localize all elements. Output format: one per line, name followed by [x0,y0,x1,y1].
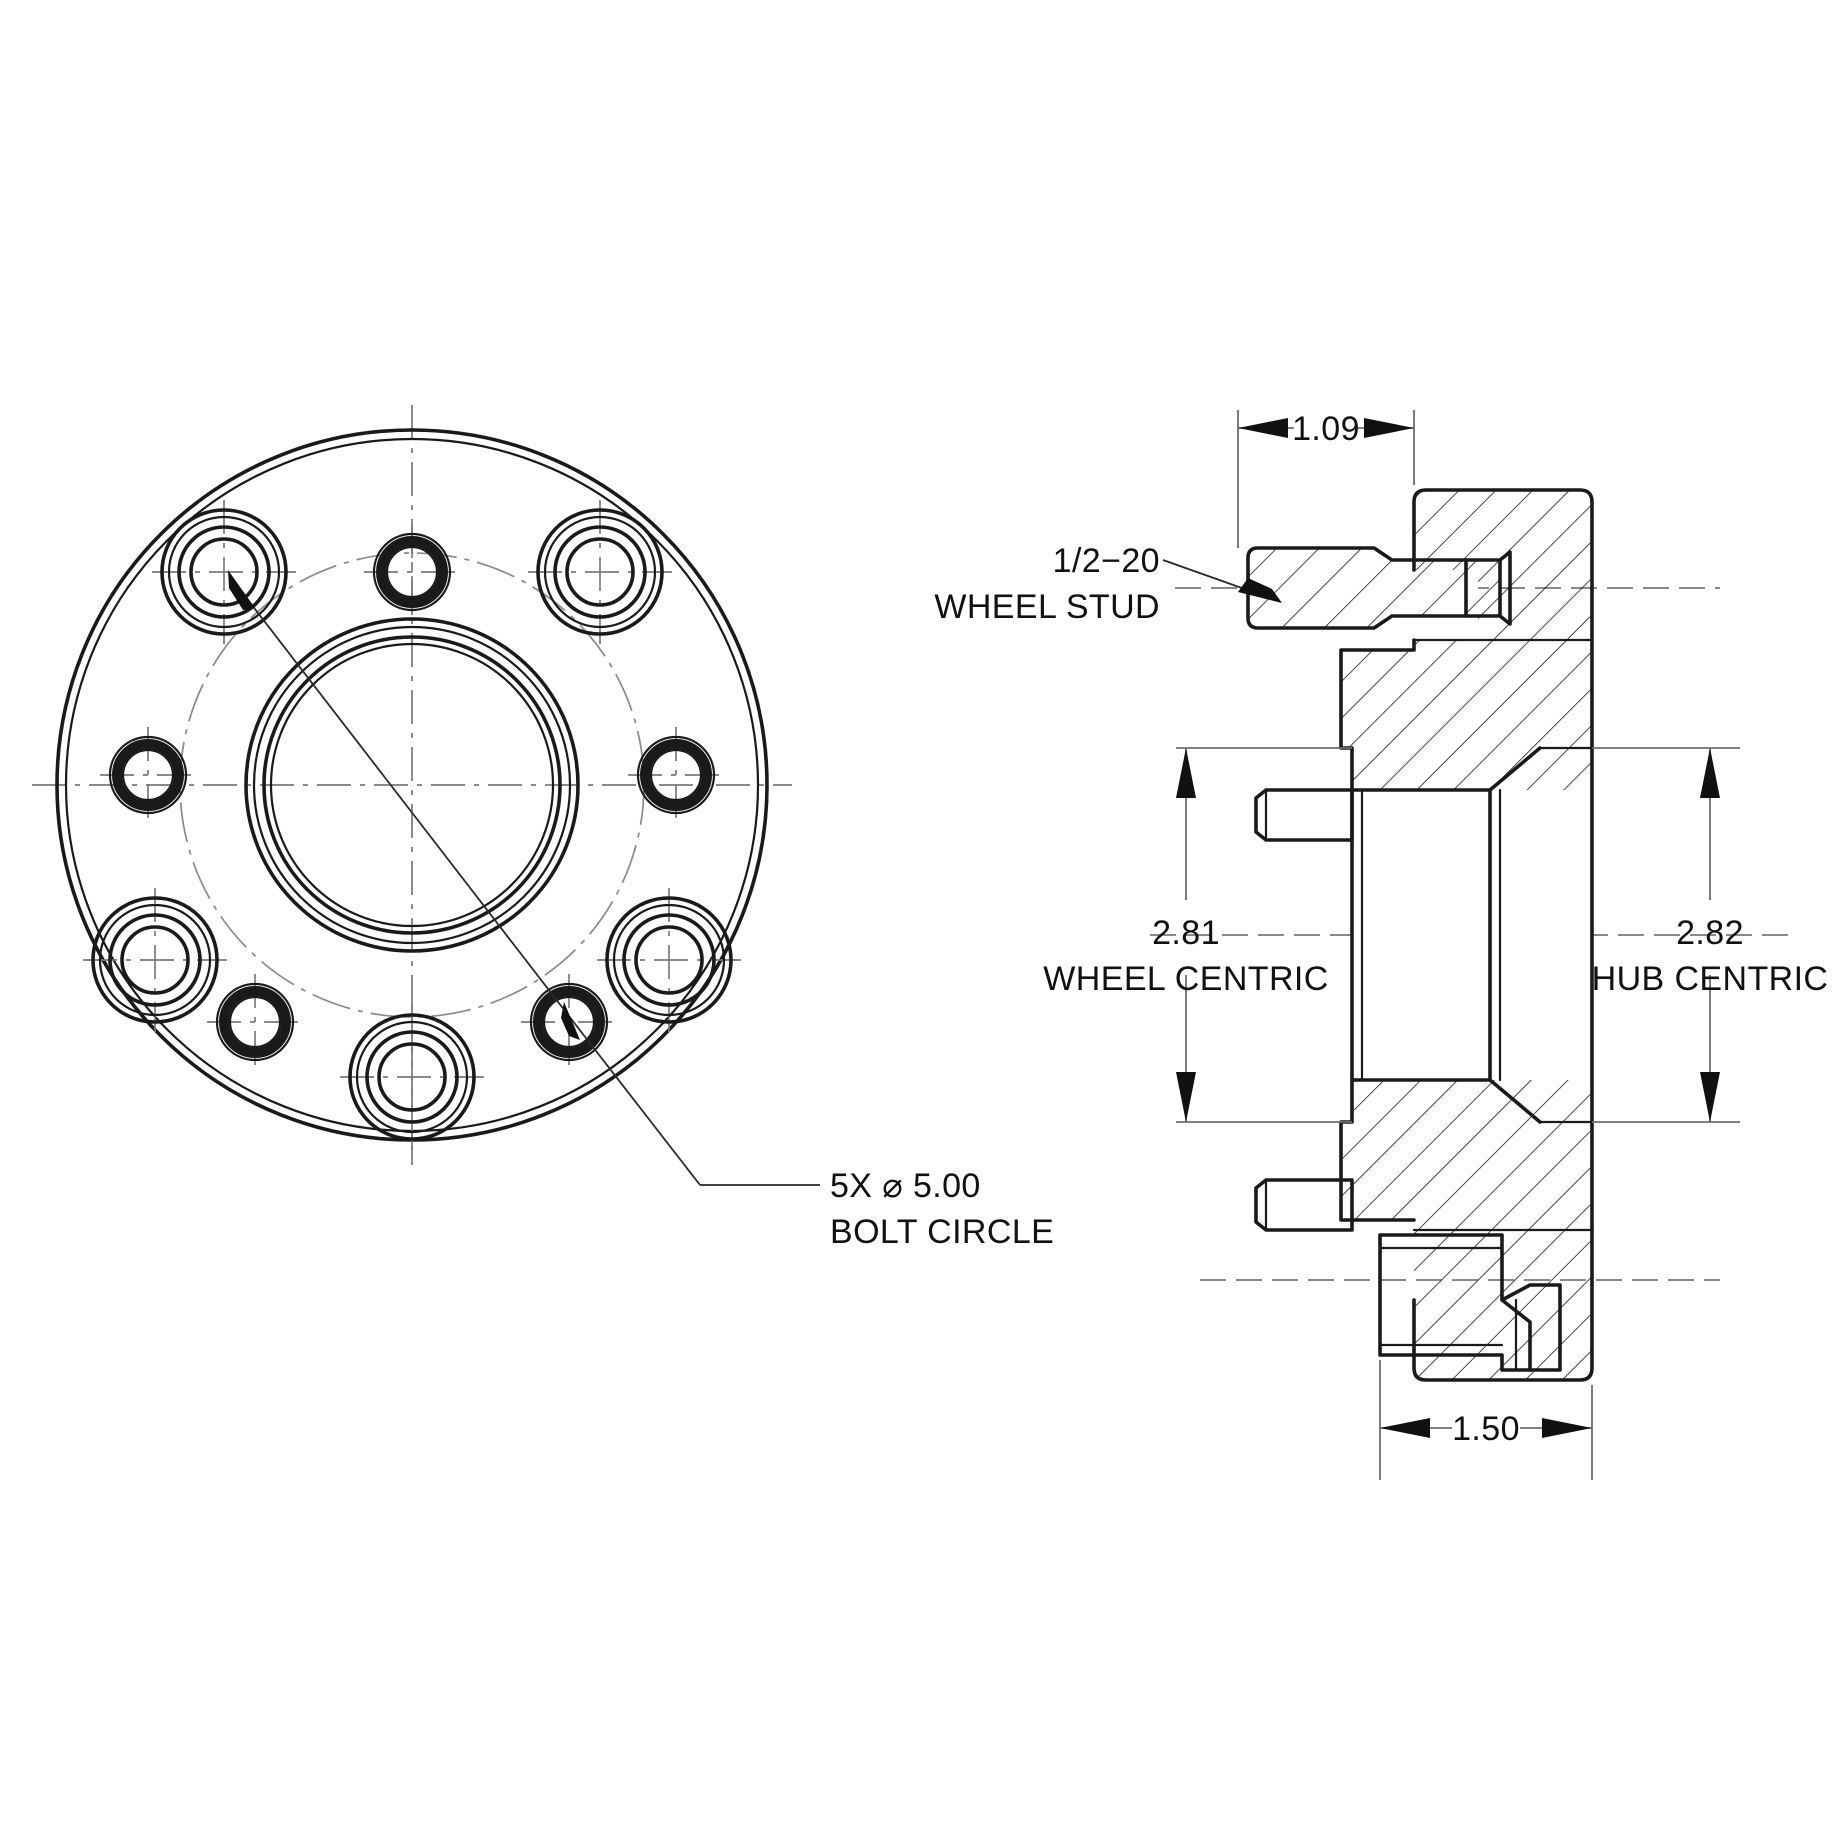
dim-281-arrow-bottom [1176,1072,1196,1122]
dim-282-value: 2.82 [1676,914,1744,952]
dimension-hub-centric: 2.82 HUB CENTRIC [1592,747,1829,1123]
dimension-stud-length: 1.09 [1237,410,1415,548]
counterbore-outer [348,1013,476,1141]
bolt-circle-leader: 5X ⌀ 5.00 BOLT CIRCLE [228,570,1054,1251]
counterbore-outer [91,896,219,1024]
stud-side-lower-outline [1254,1178,1354,1232]
dim-281-value: 2.81 [1152,914,1220,952]
stud-hole-ring [640,739,712,811]
bore-counterbore-inner [252,625,572,945]
wheel-stud-arrow [1238,578,1282,603]
hole-bore [120,925,190,995]
stud-hole-outer [529,982,609,1062]
wheel-stud-sectioned [1246,546,1512,630]
large-hole-right [597,888,741,1032]
bore-bottom-chamfer [1488,1078,1542,1124]
stud-hole-inner [121,748,175,802]
counterbore-outer2 [355,1020,469,1134]
wheel-stud-note-line1: 1/2−20 [1053,542,1160,580]
center-bore-void-mask [1352,790,1592,1080]
dim-282-label: HUB CENTRIC [1592,960,1829,998]
counterbore-outer2 [98,903,212,1017]
dim-282-arrow-top [1700,748,1720,798]
section-body-hatched [1248,490,1592,1380]
stud-hole-outer [636,735,716,815]
dimension-wheel-centric: 2.81 WHEEL CENTRIC [1043,747,1352,1123]
hole-bore [189,537,259,607]
bolt-circle-leader-line-2 [571,1019,701,1186]
stud-head-hatch [1466,560,1500,616]
counterbore-mid [108,913,202,1007]
bolt-circle-note-line2: BOLT CIRCLE [830,1213,1054,1251]
counterbore-outer [536,508,664,636]
stud-hole-ring [376,536,448,608]
hole-bore [377,1042,447,1112]
stud-hole-ring [219,986,291,1058]
large-hole-bottom [340,1005,484,1149]
stud-hole-outer [215,982,295,1062]
dim-150-value: 1.50 [1452,1410,1520,1448]
counterbore-outer2 [612,903,726,1017]
stud-hole-inner [228,995,282,1049]
dim-281-arrow-top [1176,748,1196,798]
counterbore-outer2 [167,515,281,629]
counterbore-outer [605,896,733,1024]
hub-boss-lower [1378,1233,1562,1372]
stud-side-upper-outline [1254,788,1354,842]
counterbore-mid [622,913,716,1007]
front-view: 5X ⌀ 5.00 BOLT CIRCLE [32,405,1054,1251]
small-hole-bottom-left [207,974,303,1070]
dim-282-arrow-bottom [1700,1072,1720,1122]
hub-boss-flange-lip [1500,1283,1562,1372]
stud-relief-notch [1498,550,1512,626]
large-hole-left [83,888,227,1032]
bolt-circle-leader-line-1 [230,577,573,1021]
small-hole-right [628,727,724,823]
counterbore-mid [177,525,271,619]
wheel-stud-upper-side [1254,788,1354,842]
bore-hub-inner [269,642,555,928]
stud-hole-ring [112,739,184,811]
counterbore-outer2 [543,515,657,629]
wheel-stud-leader: 1/2−20 WHEEL STUD [934,542,1282,626]
dim-281-label: WHEEL CENTRIC [1043,960,1328,998]
dim-109-value: 1.09 [1292,410,1360,448]
bolt-circle-arrow-upper [228,570,255,610]
flange-bottom-left-corner [1412,1298,1428,1382]
bore-top-chamfer [1488,746,1542,792]
bolt-circle-note-line1: 5X ⌀ 5.00 [830,1167,981,1205]
dim-150-arrow-left [1380,1418,1430,1438]
counterbore-outer [160,508,288,636]
stud-hole-inner [385,545,439,599]
small-hole-top [364,524,460,620]
stud-hole-inner [542,995,596,1049]
large-hole-upper-left [152,500,296,644]
large-hole-upper-right [528,500,672,644]
dim-150-arrow-right [1542,1418,1592,1438]
upper-step-profile [1339,638,1416,792]
bolt-circle-arrow-lower [561,1002,580,1040]
flange-top-left-corner [1412,488,1428,572]
central-bore-void [1350,746,1594,1124]
bore-hub-outer [262,635,562,935]
small-hole-left [100,727,196,823]
counterbore-mid [553,525,647,619]
stud-hole-outer [372,532,452,612]
counterbore-mid [365,1030,459,1124]
stud-hole-outer [108,735,188,815]
stud-hole-ring [533,986,605,1058]
hole-bore [565,537,635,607]
dim-109-arrow-left [1238,418,1288,438]
bore-counterbore-outer [244,617,580,953]
body-right-outer-profile [1424,488,1594,1382]
dimension-thickness: 1.50 [1379,1360,1593,1480]
section-view: 1/2−20 WHEEL STUD 1.09 2.81 WHEEL CENTRI… [934,410,1828,1480]
dim-109-arrow-right [1364,418,1414,438]
wheel-stud-lower-side [1254,1178,1354,1232]
wheel-stud-note-line2: WHEEL STUD [934,588,1160,626]
stud-hole-inner [649,748,703,802]
hole-bore [634,925,704,995]
